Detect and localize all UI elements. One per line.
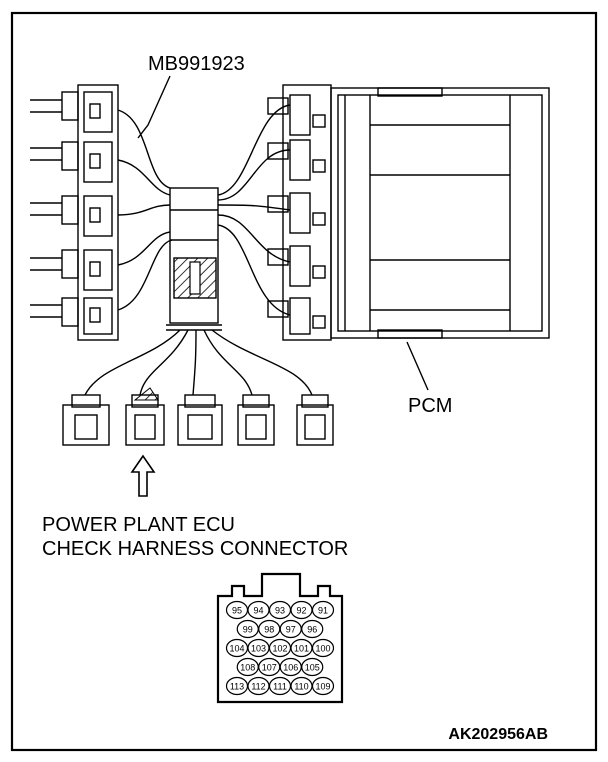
pin-100 <box>311 638 335 658</box>
pin-label: 95 <box>232 606 242 616</box>
pin-105 <box>301 657 324 677</box>
pin-91 <box>311 600 335 620</box>
pin-label: 98 <box>264 625 274 635</box>
pin-grid: 95 94 93 92 91 99 98 97 96 104 103 102 101 100 108 107 1… <box>225 600 335 696</box>
pin-label: 100 <box>315 644 330 654</box>
pcm-leader-line <box>406 341 429 391</box>
pin-label: 113 <box>230 682 244 692</box>
pin-label: 112 <box>251 682 265 692</box>
pin-label: 108 <box>240 663 255 673</box>
harness-trunk <box>84 104 313 396</box>
pin-96 <box>301 619 324 639</box>
tool-leader-line <box>137 75 171 139</box>
tool-label: MB991923 <box>148 53 245 75</box>
pin-label: 106 <box>283 663 298 673</box>
connector-pinout: 95 94 93 92 91 99 98 97 96 104 103 102 101 100 108 107 1… <box>216 572 344 704</box>
pin-label: 105 <box>305 663 320 673</box>
pin-label: 103 <box>251 644 266 654</box>
pin-label: 111 <box>273 682 287 692</box>
pcm-label: PCM <box>408 395 452 417</box>
pin-label: 94 <box>253 606 263 616</box>
pin-label: 92 <box>296 606 306 616</box>
check-harness-connectors <box>62 387 334 446</box>
pin-label: 107 <box>262 663 277 673</box>
figure-frame <box>10 11 598 752</box>
pin-label: 109 <box>315 682 330 692</box>
connector-title-line1: POWER PLANT ECU <box>42 514 235 536</box>
pin-label: 96 <box>307 625 317 635</box>
pin-label: 93 <box>275 606 285 616</box>
pcm-unit <box>267 84 550 341</box>
pin-label: 101 <box>294 644 309 654</box>
pin-label: 91 <box>318 606 328 616</box>
left-connector-stack <box>30 84 119 341</box>
up-arrow-icon <box>130 454 156 497</box>
pin-label: 104 <box>229 644 244 654</box>
connector-title-line2: CHECK HARNESS CONNECTOR <box>42 538 348 560</box>
pin-label: 97 <box>286 625 296 635</box>
pin-109 <box>311 676 335 696</box>
figure-code: AK202956AB <box>448 726 548 743</box>
pin-label: 102 <box>272 644 287 654</box>
pin-label: 99 <box>243 625 253 635</box>
pin-label: 110 <box>294 682 308 692</box>
